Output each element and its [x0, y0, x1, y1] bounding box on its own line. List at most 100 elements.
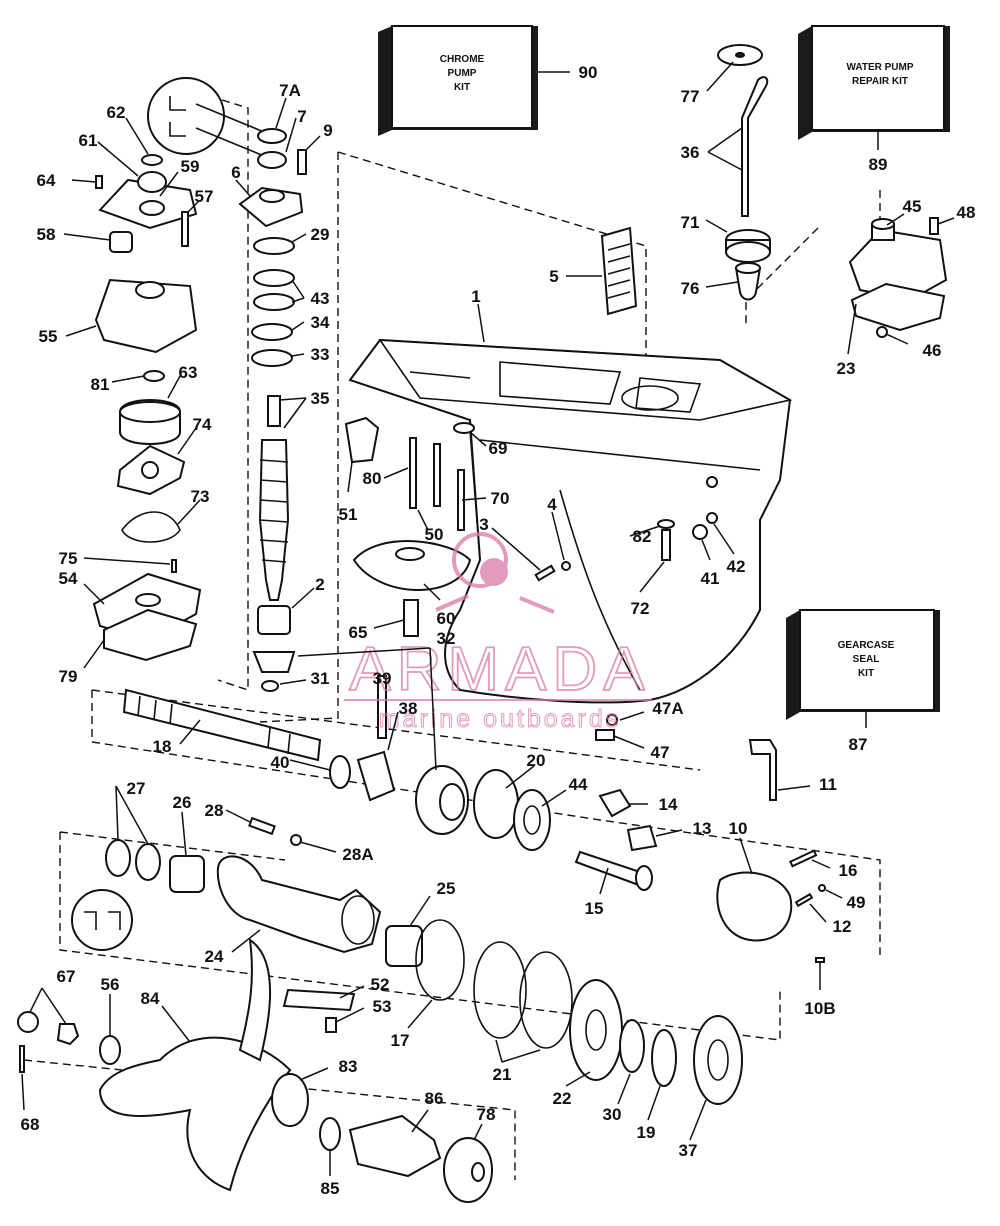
gearcase-kit-line-3: KIT	[858, 668, 874, 679]
callout-51: 51	[339, 505, 358, 524]
dashed-group-outlines	[23, 99, 881, 1180]
callout-83: 83	[339, 1057, 358, 1076]
callout-29: 29	[311, 225, 330, 244]
part-29-oring	[253, 237, 295, 255]
part-81-oring	[143, 370, 165, 382]
callout-74: 74	[193, 415, 212, 434]
part-55-impeller-housing	[94, 278, 198, 354]
callout-86: 86	[425, 1089, 444, 1108]
callout-80: 80	[363, 469, 382, 488]
part-85-spacer	[319, 1117, 341, 1151]
callout-46: 46	[923, 341, 942, 360]
callout-54: 54	[59, 569, 78, 588]
watermark-tagline: marine outboards	[379, 705, 622, 733]
part-18-propeller-shaft	[122, 688, 322, 762]
gearcase-housing	[348, 338, 793, 704]
callout-9: 9	[323, 121, 332, 140]
drive-shaft-stack	[252, 395, 296, 692]
callout-60: 60	[437, 609, 456, 628]
callout-34: 34	[311, 313, 330, 332]
callout-62: 62	[107, 103, 126, 122]
water-pump-repair-kit-box: WATER PUMP REPAIR KIT	[798, 25, 950, 150]
part-33-bearing	[251, 349, 293, 367]
callout-53: 53	[373, 997, 392, 1016]
chrome-pump-kit-line-2: PUMP	[448, 68, 477, 79]
part-62	[141, 154, 163, 166]
callout-65: 65	[349, 623, 368, 642]
callout-6: 6	[231, 163, 240, 182]
part-31-washer	[261, 680, 279, 692]
callout-1: 1	[471, 287, 480, 306]
callout-84: 84	[141, 989, 160, 1008]
part-64-screw	[95, 175, 103, 189]
callout-21: 21	[493, 1065, 512, 1084]
part-53-screw	[325, 1017, 337, 1033]
part-41-screw	[692, 524, 708, 540]
callout-23: 23	[837, 359, 856, 378]
callout-85: 85	[321, 1179, 340, 1198]
part-82-washer	[657, 519, 675, 529]
part-27-seal-b	[135, 843, 161, 881]
part-42-washer	[706, 512, 718, 524]
water-pump-column	[92, 77, 307, 662]
part-37-gear	[693, 1015, 743, 1105]
seal-detail-inset	[71, 889, 133, 951]
chrome-pump-kit-box: CHROME PUMP KIT	[378, 25, 570, 136]
part-83-hub	[271, 1073, 309, 1127]
part-36-shift-rod	[741, 76, 769, 217]
callout-78: 78	[477, 1105, 496, 1124]
callout-13: 13	[693, 819, 712, 838]
callout-30: 30	[603, 1105, 622, 1124]
callout-35: 35	[311, 389, 330, 408]
propeller-row	[17, 937, 493, 1203]
callout-71: 71	[681, 213, 700, 232]
callout-89: 89	[869, 155, 888, 174]
water-pump-kit-line-2: REPAIR KIT	[852, 76, 908, 87]
part-76-boot	[734, 267, 762, 301]
callout-79: 79	[59, 667, 78, 686]
callout-77: 77	[681, 87, 700, 106]
callout-11: 11	[819, 775, 837, 794]
part-30-thrust-washer	[619, 1019, 645, 1073]
part-61	[137, 171, 167, 193]
part-58-insert	[109, 231, 133, 253]
part-26-bearing	[169, 855, 205, 893]
callout-63: 63	[179, 363, 198, 382]
part-14-detent	[598, 788, 632, 818]
part-38-clutch	[356, 750, 396, 802]
callout-47: 47	[651, 743, 670, 762]
callout-41: 41	[701, 569, 720, 588]
callout-38: 38	[399, 699, 418, 718]
gearcase-seal-kit-box: GEARCASE SEAL KIT	[786, 609, 940, 728]
part-11-lever	[748, 739, 777, 801]
part-16-pin	[789, 849, 818, 868]
part-49-ball	[818, 884, 826, 892]
part-78-thrust-washer	[443, 1137, 493, 1203]
watermark-brand: ARMADA	[349, 635, 650, 704]
water-pump-kit-line-1: WATER PUMP	[846, 62, 913, 73]
watermark-logo	[452, 532, 508, 588]
callout-76: 76	[681, 279, 700, 298]
callout-3: 3	[479, 515, 488, 534]
chrome-pump-kit-line-3: KIT	[454, 82, 470, 93]
bearing-carrier-row	[71, 816, 743, 1105]
part-20-thrust	[473, 769, 519, 839]
callout-2: 2	[315, 575, 324, 594]
part-6-housing	[238, 186, 304, 228]
part-25-bearing	[385, 925, 423, 967]
part-7	[257, 151, 287, 169]
callout-45: 45	[903, 197, 922, 216]
shift-rod-parts	[717, 44, 771, 301]
part-23-gasket	[850, 282, 946, 332]
detail-inset-circle	[147, 77, 225, 155]
part-73-seal-ring	[121, 511, 181, 543]
part-67-spacer	[56, 1023, 80, 1046]
part-47	[595, 729, 615, 741]
part-80-bolt-b	[433, 443, 441, 507]
part-5-anode-block	[600, 226, 638, 316]
callout-48: 48	[957, 203, 976, 222]
part-79-gasket	[103, 608, 198, 662]
callout-87: 87	[849, 735, 868, 754]
callout-58: 58	[37, 225, 56, 244]
part-22-washer	[569, 979, 623, 1081]
